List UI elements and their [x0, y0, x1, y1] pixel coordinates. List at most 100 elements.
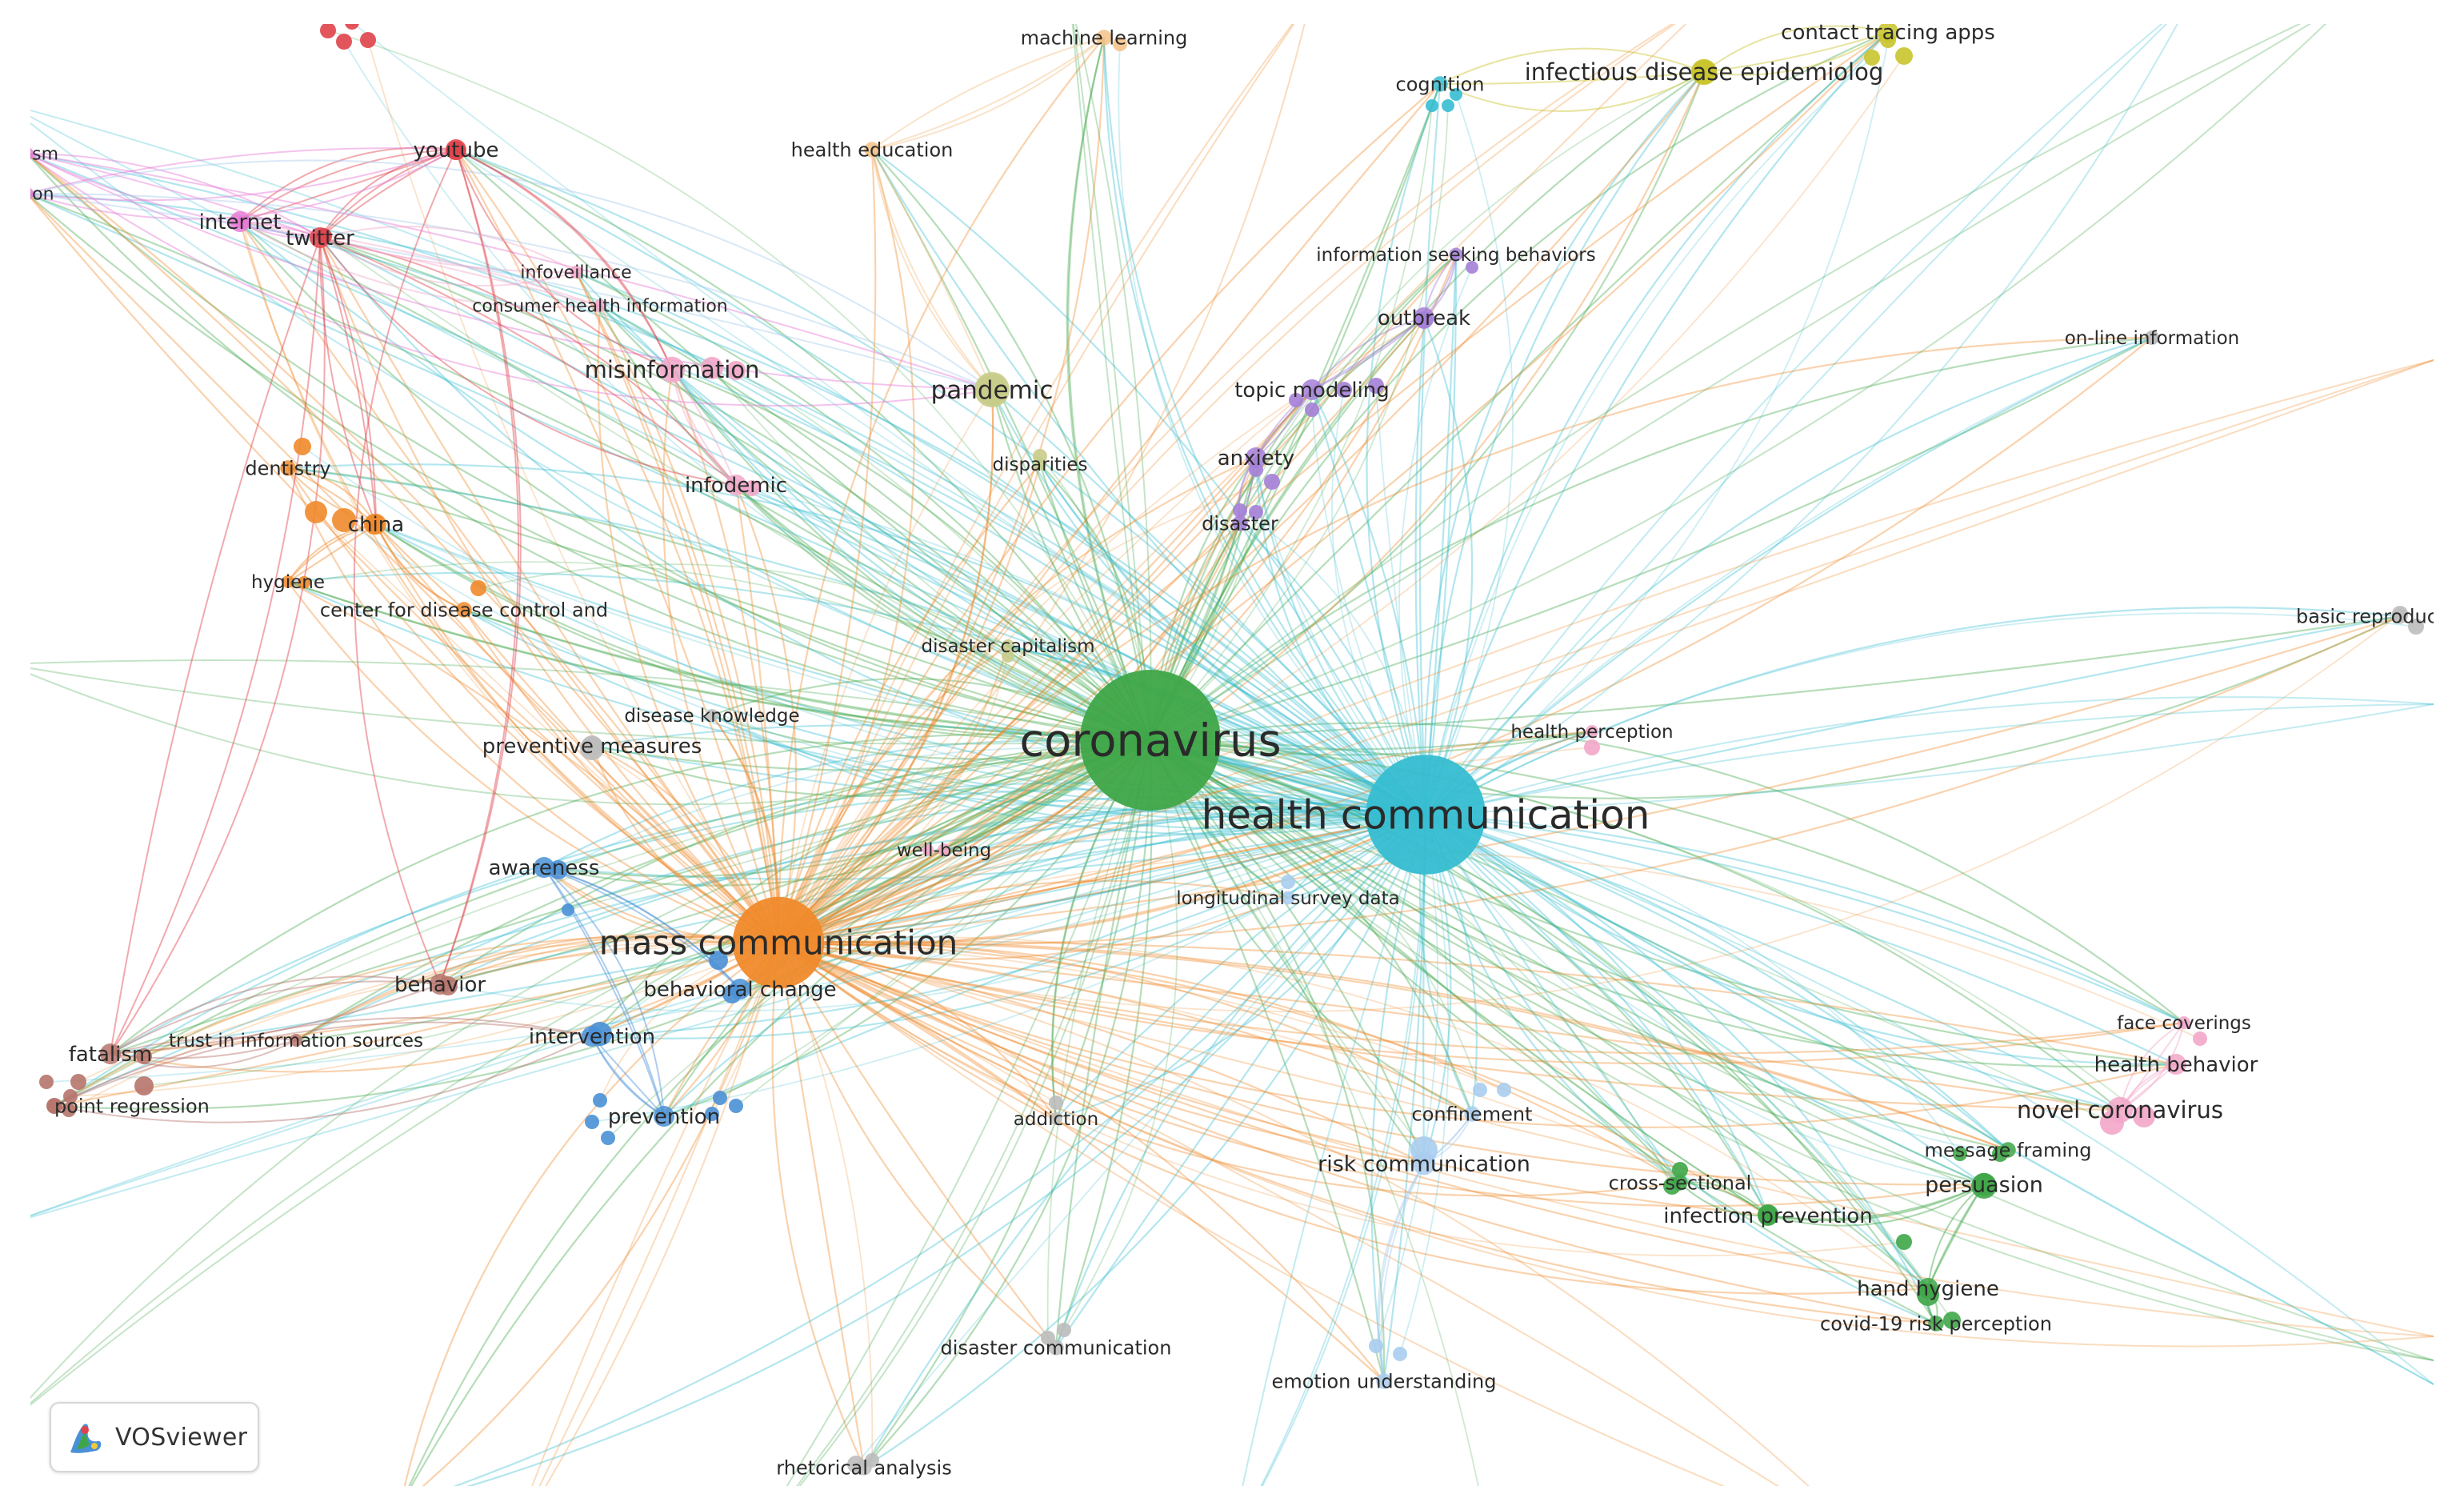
- node-message-framing[interactable]: [2000, 1142, 2016, 1158]
- node-preventive-measures[interactable]: [582, 735, 602, 756]
- node-disaster-communication[interactable]: [1048, 1340, 1064, 1356]
- network-node[interactable]: [585, 1115, 599, 1129]
- network-node[interactable]: [470, 580, 486, 596]
- node-disease-knowledge[interactable]: [706, 709, 718, 722]
- network-node[interactable]: [593, 1093, 607, 1107]
- network-node[interactable]: [1305, 403, 1319, 417]
- network-node[interactable]: [1450, 88, 1462, 101]
- node-infoveillance[interactable]: [570, 266, 582, 278]
- node-youtube[interactable]: [446, 139, 466, 160]
- node-prevention[interactable]: [654, 1106, 674, 1127]
- network-node[interactable]: [294, 438, 311, 455]
- network-node[interactable]: [70, 1074, 86, 1090]
- node-hand-hygiene[interactable]: [1918, 1278, 1938, 1299]
- node-health-education[interactable]: [864, 142, 880, 158]
- node-topic-modeling[interactable]: [1302, 379, 1322, 400]
- node-disaster[interactable]: [1232, 515, 1248, 531]
- network-node[interactable]: [601, 1131, 615, 1145]
- node-fatalism[interactable]: [100, 1043, 121, 1064]
- network-node[interactable]: [701, 357, 723, 379]
- network-node[interactable]: [336, 34, 352, 50]
- network-node[interactable]: [729, 1099, 743, 1113]
- node-machine-learning[interactable]: [1096, 30, 1112, 46]
- node-consumer-health-information[interactable]: [594, 299, 606, 312]
- network-node[interactable]: [360, 32, 376, 48]
- node-persuasion[interactable]: [1972, 1172, 1996, 1196]
- network-node[interactable]: [1049, 1095, 1063, 1110]
- node-coronavirus[interactable]: [1080, 670, 1221, 811]
- node-disaster-capitalism[interactable]: [1002, 639, 1014, 652]
- network-node[interactable]: [1953, 1147, 1967, 1161]
- node-pandemic[interactable]: [976, 374, 1008, 406]
- node-internet[interactable]: [230, 211, 250, 232]
- network-node[interactable]: [320, 24, 336, 38]
- network-node[interactable]: [1393, 1347, 1407, 1361]
- network-node[interactable]: [134, 1076, 154, 1095]
- network-node[interactable]: [2133, 1105, 2155, 1127]
- node-twitter[interactable]: [310, 227, 330, 248]
- node-emotion-understanding[interactable]: [1376, 1373, 1392, 1389]
- network-node[interactable]: [1368, 378, 1384, 394]
- node-health-behavior[interactable]: [2166, 1054, 2186, 1075]
- node-hygiene[interactable]: [282, 575, 294, 588]
- node-china[interactable]: [366, 514, 386, 535]
- network-node[interactable]: [136, 1048, 152, 1064]
- network-node[interactable]: [1249, 505, 1263, 519]
- network-node[interactable]: [1057, 1323, 1071, 1337]
- network-node[interactable]: [1895, 47, 1913, 65]
- node-ism[interactable]: [30, 147, 34, 160]
- node-health-perception[interactable]: [1586, 725, 1598, 738]
- network-node[interactable]: [1943, 1312, 1961, 1329]
- node-outbreak[interactable]: [1414, 307, 1434, 328]
- network-node[interactable]: [1466, 261, 1478, 274]
- node-behavior[interactable]: [430, 974, 450, 995]
- node-well-being[interactable]: [938, 843, 950, 856]
- node-behavioral-change[interactable]: [730, 979, 750, 999]
- node-disparities[interactable]: [1034, 458, 1046, 471]
- node-awareness[interactable]: [534, 857, 554, 878]
- network-node[interactable]: [713, 1091, 727, 1105]
- node-mass-communication[interactable]: [732, 896, 825, 989]
- node-covid-19-risk-perception[interactable]: [1928, 1316, 1944, 1332]
- network-node[interactable]: [1369, 1339, 1383, 1353]
- network-node[interactable]: [744, 480, 760, 496]
- node-risk-communication[interactable]: [1412, 1152, 1436, 1176]
- network-node[interactable]: [1473, 1083, 1487, 1097]
- node-confinement[interactable]: [1464, 1106, 1480, 1122]
- node-misinformation[interactable]: [658, 356, 686, 383]
- node-anxiety[interactable]: [1246, 447, 1266, 468]
- node-intervention[interactable]: [582, 1026, 602, 1047]
- node-information-seeking-behaviors[interactable]: [1449, 247, 1463, 262]
- network-node[interactable]: [332, 508, 356, 532]
- node-infection-prevention[interactable]: [1758, 1205, 1778, 1226]
- vosviewer-logo[interactable]: VOSviewer: [50, 1402, 259, 1472]
- network-node[interactable]: [1289, 393, 1303, 407]
- node-contact-tracing-apps[interactable]: [1878, 24, 1898, 42]
- node-ion[interactable]: [30, 187, 34, 200]
- node-cognition[interactable]: [1432, 76, 1448, 92]
- node-rhetorical-analysis[interactable]: [856, 1460, 872, 1476]
- node-trust-in-information-sources[interactable]: [290, 1034, 302, 1047]
- network-node[interactable]: [1281, 875, 1295, 889]
- network-node[interactable]: [1672, 1162, 1688, 1178]
- node-infectious-disease-epidemiolog[interactable]: [1690, 58, 1718, 86]
- node-center-for-disease-control-and[interactable]: [456, 602, 472, 618]
- network-node[interactable]: [62, 1103, 76, 1117]
- network-node[interactable]: [1264, 474, 1280, 490]
- node-point-regression[interactable]: [46, 1098, 62, 1114]
- network-node[interactable]: [1584, 739, 1600, 755]
- node-cross-sectional[interactable]: [1672, 1175, 1688, 1191]
- network-node[interactable]: [705, 1107, 719, 1121]
- node-novel-coronavirus[interactable]: [2106, 1096, 2134, 1123]
- network-node[interactable]: [562, 903, 574, 916]
- node-face-coverings[interactable]: [2178, 1016, 2190, 1029]
- network-node[interactable]: [1336, 382, 1352, 398]
- network-node[interactable]: [1497, 1083, 1511, 1097]
- network-node[interactable]: [63, 1089, 78, 1103]
- network-node[interactable]: [298, 576, 310, 589]
- network-node[interactable]: [345, 24, 359, 30]
- node-on-line-information[interactable]: [2146, 331, 2158, 344]
- node-addiction[interactable]: [1050, 1112, 1062, 1125]
- network-node[interactable]: [1002, 650, 1014, 663]
